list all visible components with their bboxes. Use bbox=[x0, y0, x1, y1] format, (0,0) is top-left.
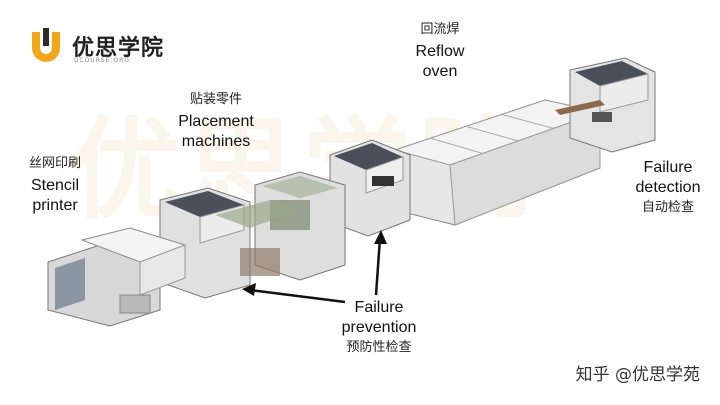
detection-label-en-2: detection bbox=[635, 179, 701, 196]
stencil-printer-label-cn: 丝网印刷 bbox=[28, 156, 81, 171]
placement-label-en-2: machines bbox=[181, 133, 251, 151]
arrow-to-oven-entry bbox=[374, 230, 387, 296]
detection-machine bbox=[569, 57, 656, 153]
placement-label-en-1: Placement bbox=[178, 113, 254, 131]
reflow-label-en-1: Reflow bbox=[415, 43, 465, 61]
stencil-printer-label-en-1: Stencil bbox=[30, 177, 80, 195]
reflow-oven bbox=[393, 99, 602, 226]
brand-name-en: UCOURSE.ORG bbox=[74, 57, 130, 64]
placement-label: 贴装零件 Placement machines bbox=[166, 92, 266, 152]
prevention-label-cn: 预防性检查 bbox=[346, 340, 412, 355]
reflow-label-en-2: oven bbox=[422, 63, 458, 81]
brand-name-cn: 优思学院 bbox=[72, 36, 165, 61]
detection-label: Failure detection 自动检查 bbox=[620, 158, 716, 216]
placement-label-cn: 贴装零件 bbox=[189, 92, 242, 107]
detection-label-en-1: Failure bbox=[643, 159, 693, 176]
pre-reflow-machine bbox=[329, 139, 411, 237]
reflow-label-cn: 回流焊 bbox=[420, 22, 460, 37]
prevention-label-en-2: prevention bbox=[341, 319, 417, 336]
prevention-label: Failure prevention 预防性检查 bbox=[324, 298, 434, 356]
detection-label-cn: 自动检查 bbox=[641, 200, 694, 215]
stencil-printer bbox=[47, 227, 187, 327]
stencil-printer-label-en-2: printer bbox=[32, 197, 78, 215]
ucourse-logo-icon bbox=[32, 28, 60, 62]
zhihu-watermark: 知乎 @优思学苑 bbox=[575, 365, 700, 385]
arrow-to-placement bbox=[242, 283, 346, 304]
reflow-label: 回流焊 Reflow oven bbox=[400, 22, 480, 82]
brand-logo: 优思学院 UCOURSE.ORG bbox=[26, 22, 186, 72]
prevention-label-en-1: Failure bbox=[354, 299, 404, 316]
stencil-printer-label: 丝网印刷 Stencil printer bbox=[10, 156, 100, 216]
placement-machines bbox=[159, 171, 346, 299]
